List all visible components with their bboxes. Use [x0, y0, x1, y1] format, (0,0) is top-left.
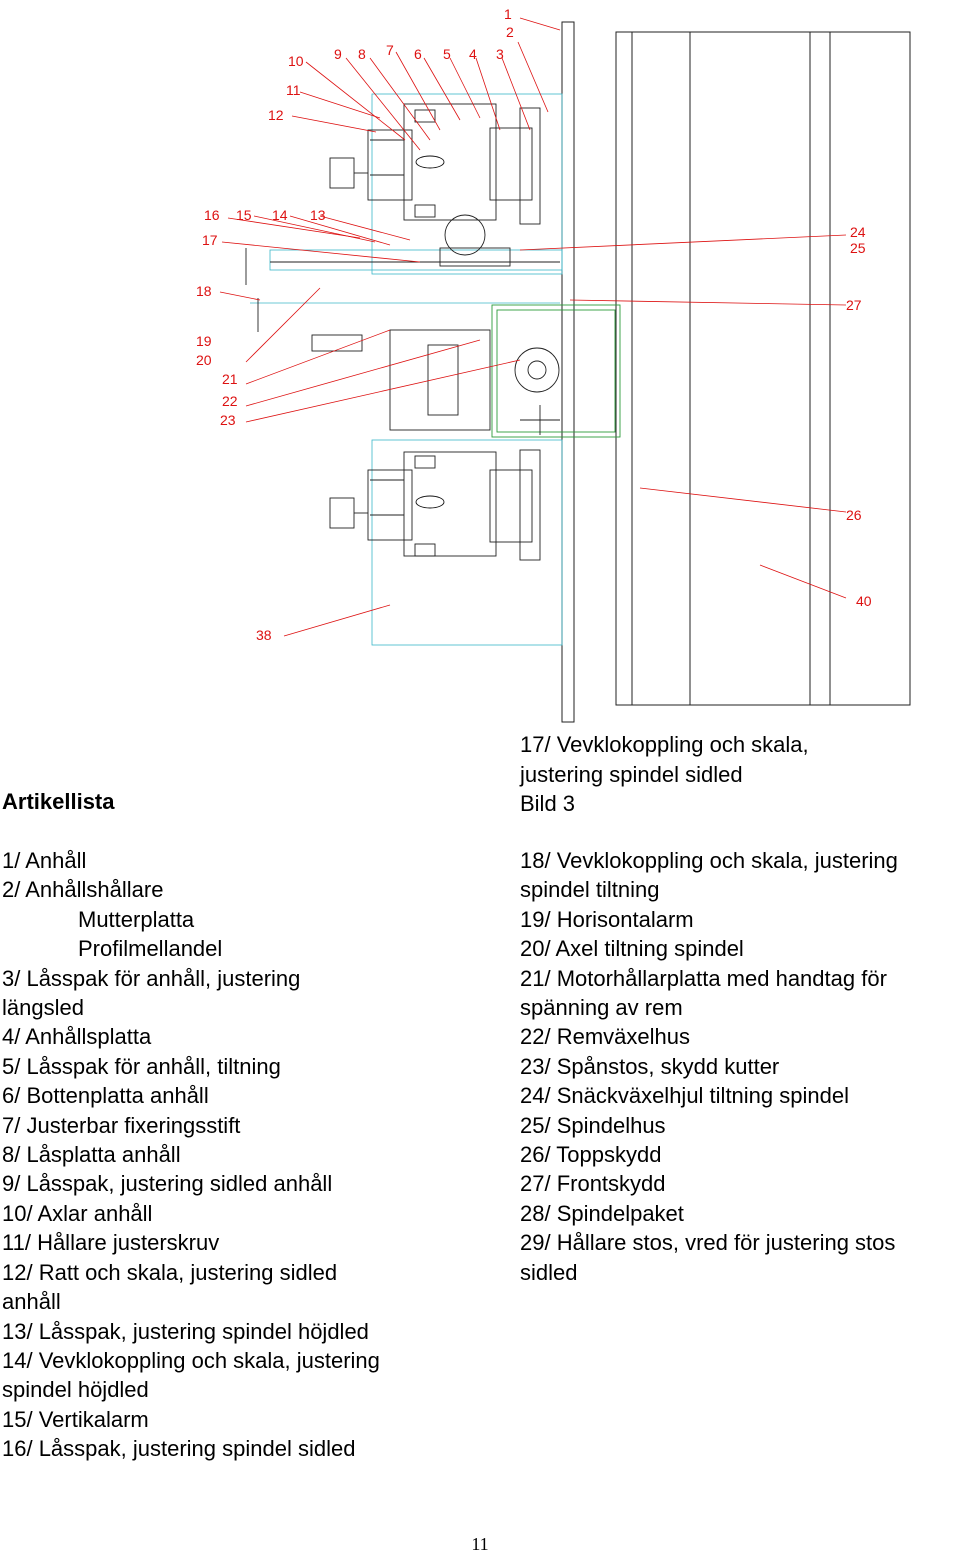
list-item: 20/ Axel tiltning spindel [520, 936, 744, 962]
callout: 1 [504, 6, 512, 22]
technical-drawing: 1 2 10 9 8 7 6 5 4 3 11 12 16 15 14 13 1… [196, 6, 911, 723]
caption-line: justering spindel sidled [520, 761, 743, 787]
callout: 3 [496, 46, 504, 62]
caption-line: Bild 3 [520, 791, 576, 816]
figure-caption: 17/ Vevklokoppling och skala, justering … [520, 730, 809, 819]
parts-list-right: 18/ Vevklokoppling och skala, justering … [520, 846, 960, 1287]
caption-line: 17/ Vevklokoppling och skala, [520, 732, 809, 757]
callout: 23 [220, 412, 236, 428]
list-item: 6/ Bottenplatta anhåll [2, 1083, 209, 1109]
list-item: 15/ Vertikalarm [2, 1406, 149, 1432]
list-item: 18/ Vevklokoppling och skala, justering [520, 848, 898, 873]
callout: 7 [386, 42, 394, 58]
list-item: 11/ Hållare justerskruv [2, 1230, 220, 1256]
list-item: 23/ Spånstos, skydd kutter [520, 1053, 780, 1079]
callout: 12 [268, 107, 284, 123]
list-item: 28/ Spindelpaket [520, 1200, 684, 1226]
list-item: 4/ Anhållsplatta [2, 1024, 152, 1050]
list-item: Mutterplatta [78, 906, 195, 932]
list-item: spänning av rem [520, 995, 683, 1021]
guard-outline [491, 304, 621, 438]
list-item: 12/ Ratt och skala, justering sidled [2, 1259, 338, 1285]
callout: 8 [358, 46, 366, 62]
callout: 6 [414, 46, 422, 62]
list-item: 13/ Låsspak, justering spindel höjdled [2, 1318, 369, 1344]
list-item: 21/ Motorhållarplatta med handtag för [520, 965, 887, 991]
list-item: 22/ Remväxelhus [520, 1024, 690, 1050]
list-item: 10/ Axlar anhåll [2, 1200, 153, 1226]
parts-list-left: 1/ Anhåll 2/ Anhållshållare Mutterplatta… [2, 846, 472, 1464]
list-item: längsled [2, 995, 84, 1021]
callout: 38 [256, 627, 272, 643]
lower-assembly [329, 449, 541, 561]
list-item: 16/ Låsspak, justering spindel sidled [2, 1436, 356, 1462]
list-item: 5/ Låsspak för anhåll, tiltning [2, 1053, 281, 1079]
page-number: 11 [471, 1534, 489, 1554]
list-item: anhåll [2, 1289, 61, 1315]
callout: 25 [850, 240, 866, 256]
callout: 21 [222, 371, 238, 387]
list-item: 1/ Anhåll [2, 848, 87, 873]
callout: 11 [286, 82, 301, 98]
list-item: sidled [520, 1259, 578, 1285]
callout: 40 [856, 593, 872, 609]
construction-lines [250, 93, 563, 646]
list-item: spindel tiltning [520, 877, 660, 903]
upper-assembly [270, 103, 560, 267]
list-item: 14/ Vevklokoppling och skala, justering [2, 1347, 380, 1373]
callout: 5 [443, 46, 451, 62]
callout-labels: 1 2 10 9 8 7 6 5 4 3 11 12 16 15 14 13 1… [196, 6, 872, 643]
list-item: 19/ Horisontalarm [520, 906, 694, 932]
callout: 15 [236, 207, 252, 223]
callout: 27 [846, 297, 862, 313]
list-item: 3/ Låsspak för anhåll, justering [2, 965, 301, 991]
callout: 24 [850, 224, 866, 240]
callout: 4 [469, 46, 477, 62]
list-item: 26/ Toppskydd [520, 1142, 662, 1168]
callout: 18 [196, 283, 212, 299]
callout: 17 [202, 232, 218, 248]
callout: 19 [196, 333, 212, 349]
callout: 14 [272, 207, 288, 223]
leader-lines [219, 17, 847, 637]
spindle-arm [245, 248, 560, 435]
callout: 10 [288, 53, 304, 69]
list-item: 2/ Anhållshållare [2, 877, 164, 903]
list-item: 8/ Låsplatta anhåll [2, 1142, 181, 1168]
list-item: 29/ Hållare stos, vred för justering sto… [520, 1230, 896, 1256]
callout: 13 [310, 207, 326, 223]
callout: 2 [506, 24, 514, 40]
list-item: 25/ Spindelhus [520, 1112, 666, 1138]
callout: 9 [334, 46, 342, 62]
list-item: 9/ Låsspak, justering sidled anhåll [2, 1171, 333, 1197]
frame [561, 21, 911, 723]
list-item: Profilmellandel [78, 936, 223, 962]
list-item: 27/ Frontskydd [520, 1171, 666, 1197]
callout: 26 [846, 507, 862, 523]
callout: 20 [196, 352, 212, 368]
list-item: spindel höjdled [2, 1377, 149, 1403]
callout: 22 [222, 393, 238, 409]
list-item: 24/ Snäckväxelhjul tiltning spindel [520, 1083, 849, 1109]
page-title: Artikellista [2, 789, 115, 814]
callout: 16 [204, 207, 220, 223]
list-item: 7/ Justerbar fixeringsstift [2, 1112, 241, 1138]
